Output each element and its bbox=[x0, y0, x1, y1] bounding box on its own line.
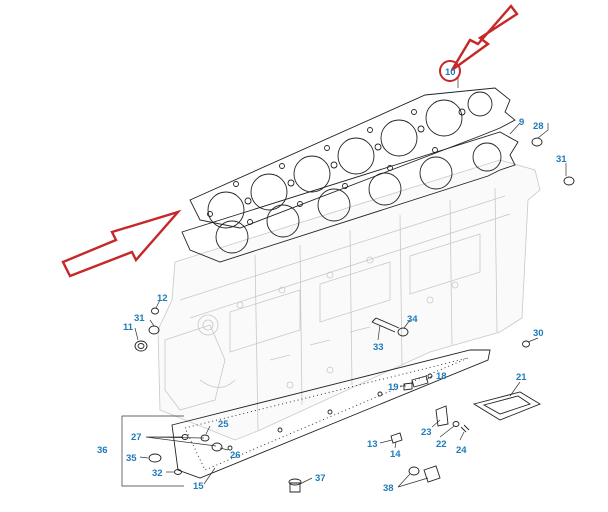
callout-33: 33 bbox=[373, 342, 384, 353]
callout-37: 37 bbox=[315, 473, 326, 484]
engine-block bbox=[157, 159, 541, 441]
callout-9: 9 bbox=[519, 117, 524, 128]
callout-24: 24 bbox=[456, 445, 467, 456]
cover-21 bbox=[472, 391, 542, 421]
o-ring-31-left bbox=[148, 325, 160, 335]
callout-30: 30 bbox=[533, 328, 544, 339]
callout-27: 27 bbox=[131, 432, 142, 443]
callout-38: 38 bbox=[383, 483, 394, 494]
bracket-23 bbox=[435, 405, 449, 427]
o-ring-26 bbox=[211, 442, 223, 452]
tube-33 bbox=[371, 317, 400, 333]
callout-19: 19 bbox=[388, 382, 399, 393]
o-ring-28 bbox=[531, 137, 543, 147]
o-ring-38 bbox=[408, 466, 420, 476]
callout-labels: 10 9 28 31 12 31 11 34 33 30 18 19 21 25… bbox=[97, 67, 567, 494]
o-ring-12 bbox=[151, 307, 159, 315]
red-arrow-top bbox=[450, 4, 519, 71]
callout-23: 23 bbox=[421, 427, 432, 438]
callout-15: 15 bbox=[193, 481, 204, 492]
callout-11: 11 bbox=[123, 322, 134, 333]
drain-plug-37 bbox=[289, 482, 301, 493]
callout-35: 35 bbox=[126, 453, 137, 464]
callout-18: 18 bbox=[436, 371, 447, 382]
oil-pan-gasket bbox=[171, 349, 491, 479]
callout-22: 22 bbox=[436, 439, 447, 450]
callout-26: 26 bbox=[230, 450, 241, 461]
callout-25: 25 bbox=[218, 419, 229, 430]
callout-32: 32 bbox=[152, 468, 163, 479]
callout-12: 12 bbox=[157, 293, 168, 304]
washer-22 bbox=[452, 421, 460, 427]
bolt-24 bbox=[460, 424, 470, 433]
group-bracket-36 bbox=[121, 415, 184, 487]
plug-14 bbox=[390, 432, 403, 444]
leader-lines bbox=[134, 76, 567, 488]
callout-21: 21 bbox=[516, 372, 527, 383]
o-ring-35 bbox=[148, 453, 162, 463]
fitting-19 bbox=[403, 382, 413, 391]
callout-36: 36 bbox=[97, 445, 108, 456]
red-arrow-left bbox=[61, 209, 182, 278]
callout-10: 10 bbox=[445, 67, 456, 78]
seal-32 bbox=[174, 469, 182, 475]
callout-14: 14 bbox=[390, 449, 401, 460]
head-gasket-upper bbox=[189, 87, 516, 229]
callout-28: 28 bbox=[533, 121, 544, 132]
plug-11 bbox=[134, 340, 148, 352]
o-ring-30 bbox=[522, 340, 530, 348]
callout-13: 13 bbox=[367, 439, 378, 450]
plug-38 bbox=[423, 465, 441, 483]
callout-31-left: 31 bbox=[134, 313, 145, 324]
o-ring-34 bbox=[397, 327, 409, 337]
o-ring-31-right bbox=[563, 176, 575, 186]
callout-10-highlight bbox=[439, 60, 461, 82]
callout-34: 34 bbox=[407, 314, 418, 325]
callout-31-right: 31 bbox=[556, 154, 567, 165]
fitting-18 bbox=[411, 375, 429, 388]
head-gasket-lower bbox=[181, 131, 519, 263]
